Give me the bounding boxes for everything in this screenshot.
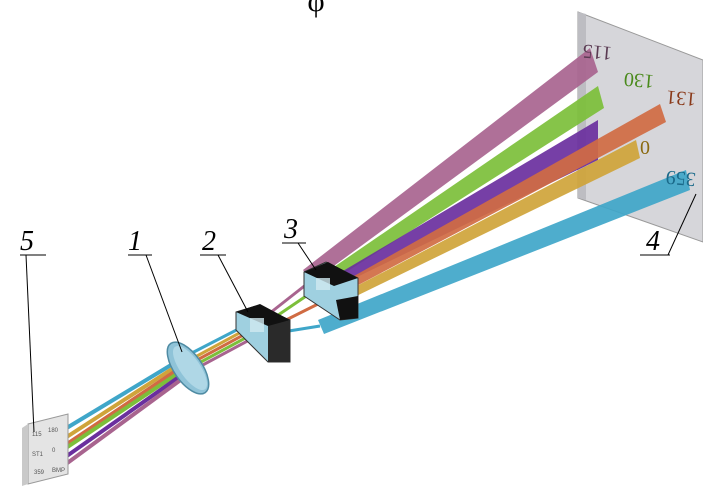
beam-pink <box>303 48 598 282</box>
source-label-5: 359 <box>34 470 45 476</box>
source-label-6: BMP <box>52 468 65 474</box>
lens <box>166 341 210 395</box>
callout-label-2: 2 <box>202 226 216 257</box>
beam-orange <box>322 104 666 300</box>
beam-blue <box>318 170 690 334</box>
source-label-4: 0 <box>52 448 56 454</box>
top-fragment: φ <box>307 0 324 18</box>
callout-label-3: 3 <box>283 214 298 245</box>
callout-label-5: 5 <box>20 226 34 257</box>
prism-2 <box>235 304 291 363</box>
screen-label-115: 115 <box>582 40 613 64</box>
screen-label-131: 131 <box>665 85 697 110</box>
prism-3 <box>303 261 359 321</box>
source-plate: 115 180 ST1 0 359 BMP <box>22 413 69 486</box>
screen-labels: 115 130 131 0 359 <box>582 40 697 191</box>
source-label-3: ST1 <box>32 452 44 458</box>
screen-label-130: 130 <box>623 68 655 93</box>
beam-yellow <box>330 140 640 304</box>
callout-lines <box>20 193 697 433</box>
source-label-1: 115 <box>32 432 42 438</box>
screen-label-359: 359 <box>665 166 697 191</box>
beam-green <box>312 86 604 290</box>
source-label-2: 180 <box>48 428 59 434</box>
beam-violet <box>316 120 598 294</box>
callout-label-4: 4 <box>646 226 660 257</box>
callout-label-1: 1 <box>128 226 142 257</box>
screen-label-0: 0 <box>640 137 650 159</box>
light-beams <box>303 48 690 334</box>
